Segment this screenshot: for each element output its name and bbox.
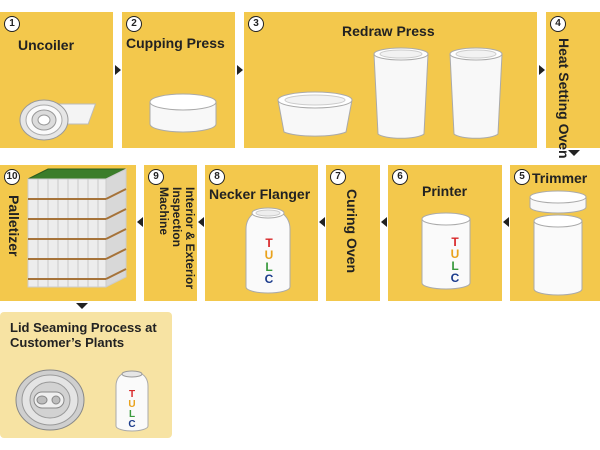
brand-logo: T U L C — [264, 236, 274, 286]
flow-arrow-right — [539, 65, 545, 75]
flow-arrow-left — [319, 217, 325, 227]
flow-arrow-right — [237, 65, 243, 75]
flow-arrow-left — [137, 217, 143, 227]
step-uncoiler: 1 Uncoiler — [0, 12, 113, 148]
pallet-stack-icon — [27, 168, 127, 288]
step-redraw-press: 3 Redraw Press — [244, 12, 537, 148]
step-label: Necker Flanger — [209, 186, 311, 202]
step-label: Heat Setting Oven — [556, 38, 572, 159]
step-label: Trimmer — [532, 170, 588, 186]
step-number: 1 — [4, 16, 20, 32]
step-label: Redraw Press — [342, 23, 435, 39]
necked-can-icon — [245, 207, 291, 294]
step-number: 9 — [148, 169, 164, 185]
step-label: Palletizer — [6, 195, 22, 257]
lid-seaming-title: Lid Seaming Process at Customer’s Plants — [10, 320, 157, 350]
step-number: 2 — [126, 16, 142, 32]
step-number: 8 — [209, 169, 225, 185]
finished-can-icon — [115, 370, 149, 432]
flow-arrow-left — [503, 217, 509, 227]
can-lid-icon — [15, 369, 85, 431]
step-label: Cupping Press — [126, 35, 225, 51]
step-number: 5 — [514, 169, 530, 185]
flow-arrow-down — [76, 303, 88, 309]
step-trimmer: 5 Trimmer — [510, 165, 600, 301]
flow-arrow-right — [115, 65, 121, 75]
step-number: 6 — [392, 169, 408, 185]
printed-can-icon — [421, 212, 471, 290]
cup-icon — [149, 93, 217, 133]
step-label: Uncoiler — [18, 37, 75, 53]
step-label: Printer — [422, 183, 468, 199]
step-inspection-machine: 9 Interior & Exterior Inspection Machine — [144, 165, 197, 301]
step-number: 4 — [550, 16, 566, 32]
step-necker-flanger: 8 Necker Flanger T U L C — [205, 165, 318, 301]
step-curing-oven: 7 Curing Oven — [326, 165, 380, 301]
brand-logo: T U L C — [450, 235, 460, 285]
lid-seaming-panel: Lid Seaming Process at Customer’s Plants… — [0, 312, 172, 438]
redraw-cups-icon — [277, 47, 503, 139]
trimmed-can-icon — [529, 190, 587, 296]
step-cupping-press: 2 Cupping Press — [122, 12, 235, 148]
flow-arrow-left — [381, 217, 387, 227]
flow-arrow-down — [568, 150, 580, 156]
brand-logo: T U L C — [128, 389, 136, 430]
step-palletizer: 10 Palletizer — [0, 165, 136, 301]
coil-icon — [19, 99, 97, 141]
step-label: Curing Oven — [344, 189, 360, 274]
step-heat-setting-oven: 4 Heat Setting Oven — [546, 12, 600, 159]
step-label: Interior & Exterior Inspection Machine — [157, 187, 197, 290]
step-number: 3 — [248, 16, 264, 32]
step-printer: 6 Printer T U L C — [388, 165, 502, 301]
flow-arrow-left — [198, 217, 204, 227]
step-number: 7 — [330, 169, 346, 185]
step-number: 10 — [4, 169, 20, 185]
